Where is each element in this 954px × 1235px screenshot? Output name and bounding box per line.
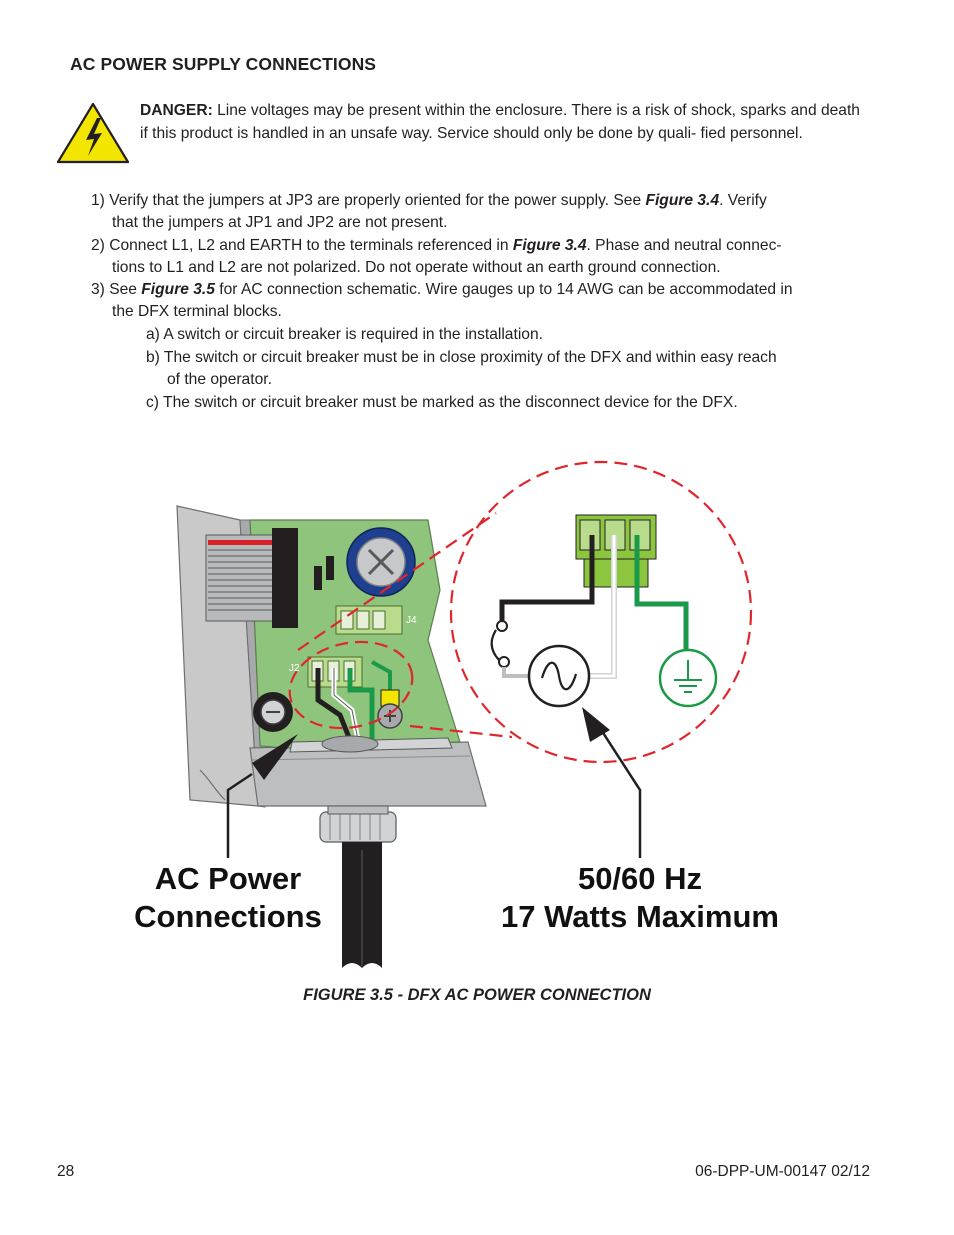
power-spec-line2: 17 Watts Maximum (501, 899, 779, 934)
step-1-text: 1) Verify that the jumpers at JP3 are pr… (91, 192, 646, 209)
step-3b: b) The switch or circuit breaker must be… (146, 349, 777, 366)
power-spec-line1: 50/60 Hz (577, 861, 703, 896)
zoom-callout (288, 460, 753, 764)
step-2-text: 2) Connect L1, L2 and EARTH to the termi… (91, 237, 513, 254)
step-2-figure-ref: Figure 3.4 (512, 237, 587, 254)
danger-notice: DANGER: Line voltages may be present wit… (140, 100, 860, 145)
step-2-line-2: tions to L1 and L2 are not polarized. Do… (112, 259, 721, 276)
j2-label: J2 (289, 663, 300, 674)
power-spec-label: 50/60 Hz 17 Watts Maximum (490, 860, 790, 936)
callout-arrow-left (226, 734, 298, 858)
step-3-line-2: the DFX terminal blocks. (112, 303, 282, 320)
ac-power-connection-figure: J4 J2 (176, 460, 753, 968)
ac-power-connections-label: AC Power Connections (128, 860, 328, 936)
step-3c: c) The switch or circuit breaker must be… (146, 394, 738, 411)
step-3-text: 3) See (91, 281, 142, 298)
danger-text: Line voltages may be present within the … (140, 102, 860, 142)
step-2-text-end: . Phase and neutral connec- (586, 237, 782, 254)
document-id: 06-DPP-UM-00147 02/12 (695, 1163, 870, 1180)
section-title: AC POWER SUPPLY CONNECTIONS (70, 54, 377, 74)
high-voltage-warning-icon (56, 102, 130, 164)
cable-gland (319, 805, 397, 843)
page-number: 28 (57, 1163, 75, 1180)
callout-arrow-right (582, 707, 642, 858)
pcb-board: J4 J2 (205, 519, 461, 753)
step-3-text-end: for AC connection schematic. Wire gauges… (214, 281, 793, 298)
step-3-figure-ref: Figure 3.5 (141, 281, 215, 298)
step-1-line-2: that the jumpers at JP1 and JP2 are not … (112, 214, 448, 231)
ac-power-label-line1: AC Power (154, 861, 302, 896)
step-2: 2) Connect L1, L2 and EARTH to the termi… (91, 235, 782, 258)
ac-power-label-line2: Connections (134, 899, 322, 934)
step-1: 1) Verify that the jumpers at JP3 are pr… (91, 190, 767, 213)
figure-caption: FIGURE 3.5 - DFX AC POWER CONNECTION (303, 986, 651, 1004)
step-1-text-end: . Verify (719, 192, 767, 209)
j4-label: J4 (406, 615, 417, 626)
danger-label: DANGER: (140, 102, 213, 119)
step-3a: a) A switch or circuit breaker is requir… (146, 326, 543, 343)
step-3: 3) See Figure 3.5 for AC connection sche… (91, 279, 793, 302)
step-3b-line-2: of the operator. (167, 371, 272, 388)
ac-schematic (490, 514, 718, 708)
step-1-figure-ref: Figure 3.4 (645, 192, 720, 209)
